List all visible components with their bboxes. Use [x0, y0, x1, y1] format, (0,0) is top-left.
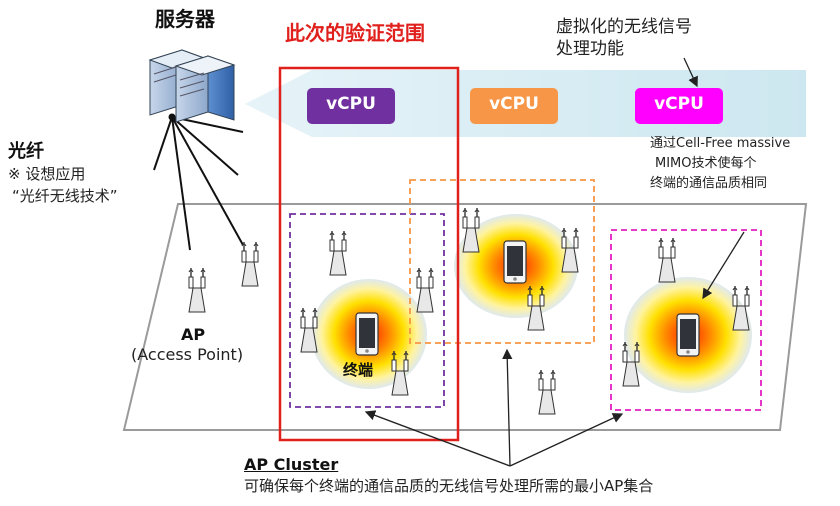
terminal-phone-1	[355, 312, 379, 356]
annotation-arrows	[364, 57, 745, 467]
fiber-lines	[153, 116, 244, 251]
terminal-phone-3	[676, 313, 700, 357]
vcpu-label-2: vCPU	[489, 94, 539, 114]
virtual-label-line2: 处理功能	[556, 39, 624, 59]
fiber-note-line1: ※ 设想应用	[8, 165, 86, 183]
virtual-label-line1: 虚拟化的无线信号	[556, 17, 692, 37]
verify-scope-frame	[278, 66, 460, 442]
ap-subtitle: (Access Point)	[131, 345, 244, 364]
ap-title: AP	[181, 325, 206, 344]
ap-cluster-magenta	[610, 229, 762, 411]
verify-scope-label: 此次的验证范围	[285, 21, 425, 45]
vcpu-box-2	[470, 88, 558, 124]
cellfree-note-line1: 通过Cell-Free massive	[650, 136, 791, 151]
fiber-hub-dot	[168, 113, 176, 121]
vcpu-label-3: vCPU	[654, 94, 704, 114]
cluster-description: 可确保每个终端的通信品质的无线信号处理所需的最小AP集合	[244, 477, 654, 495]
fiber-note-line2: “光纤无线技术”	[12, 187, 118, 205]
fiber-title: 光纤	[8, 141, 44, 162]
ap-cluster-purple	[289, 213, 445, 408]
cellfree-note-line2: MIMO技术使每个	[655, 156, 757, 171]
cluster-title: AP Cluster	[244, 455, 339, 474]
server-icon	[148, 49, 236, 123]
vcpu-label-1: vCPU	[326, 94, 376, 114]
vcpu-box-3	[635, 88, 723, 124]
server-label: 服务器	[155, 7, 215, 31]
vcpu-box-1	[307, 88, 395, 124]
cellfree-note-line3: 终端的通信品质相同	[650, 176, 768, 191]
terminal-phone-2	[503, 240, 527, 284]
ap-cluster-orange	[409, 179, 595, 344]
terminal-label: 终端	[343, 361, 374, 379]
